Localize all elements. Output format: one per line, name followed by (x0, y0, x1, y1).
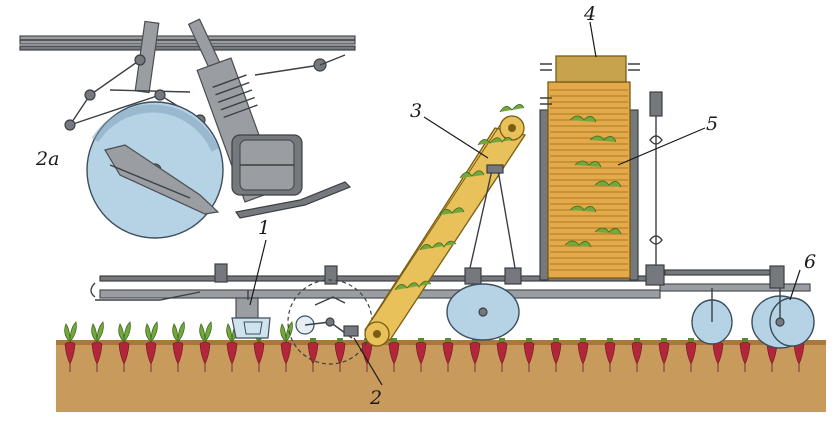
label-3: 3 (410, 100, 422, 122)
label-5: 5 (706, 113, 718, 135)
label-2a: 2a (35, 148, 59, 170)
beet (604, 338, 616, 372)
topping-unit (231, 290, 271, 339)
beet (577, 338, 589, 372)
beet (415, 338, 427, 372)
beet (118, 321, 131, 372)
beet (307, 338, 319, 372)
beet (334, 338, 346, 372)
inset-topper-detail (19, 18, 356, 239)
label-4: 4 (583, 3, 596, 25)
main-frame (90, 263, 811, 301)
beet (658, 338, 670, 372)
beet (388, 338, 400, 372)
tops-conveyor (364, 104, 527, 347)
label-1: 1 (258, 217, 270, 239)
beet (145, 321, 158, 372)
beet (172, 321, 185, 372)
tops-hopper (539, 55, 665, 286)
callouts: 2a 1 2 3 4 5 6 (35, 3, 816, 409)
beet (496, 338, 508, 372)
beet (685, 338, 697, 372)
beet (64, 321, 77, 372)
beet (91, 321, 104, 372)
beet (280, 321, 293, 372)
label-2: 2 (369, 387, 382, 409)
label-6: 6 (804, 251, 816, 273)
beet (199, 321, 212, 372)
beet (631, 338, 643, 372)
soil-layer (56, 340, 826, 412)
rear-rollers (691, 288, 815, 349)
main-wheel-assembly (446, 164, 522, 341)
beet-row (64, 321, 805, 372)
beet (523, 338, 535, 372)
beet (550, 338, 562, 372)
beet (442, 338, 454, 372)
beet (739, 338, 751, 372)
